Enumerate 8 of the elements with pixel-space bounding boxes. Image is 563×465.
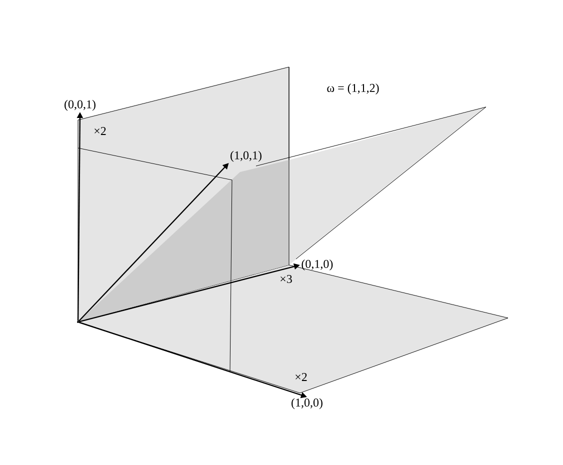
- weight-label: ω = (1,1,2): [327, 84, 379, 94]
- multiplicity-label: ×2: [296, 373, 307, 381]
- coordinate-label: (1,0,1): [230, 150, 262, 162]
- coordinate-label: (1,0,0): [292, 398, 322, 410]
- coordinate-label: (0,0,1): [64, 100, 96, 111]
- coordinate-label: (0,1,0): [302, 260, 333, 270]
- multiplicity-label: ×3: [280, 274, 292, 284]
- multiplicity-label: ×2: [94, 127, 106, 135]
